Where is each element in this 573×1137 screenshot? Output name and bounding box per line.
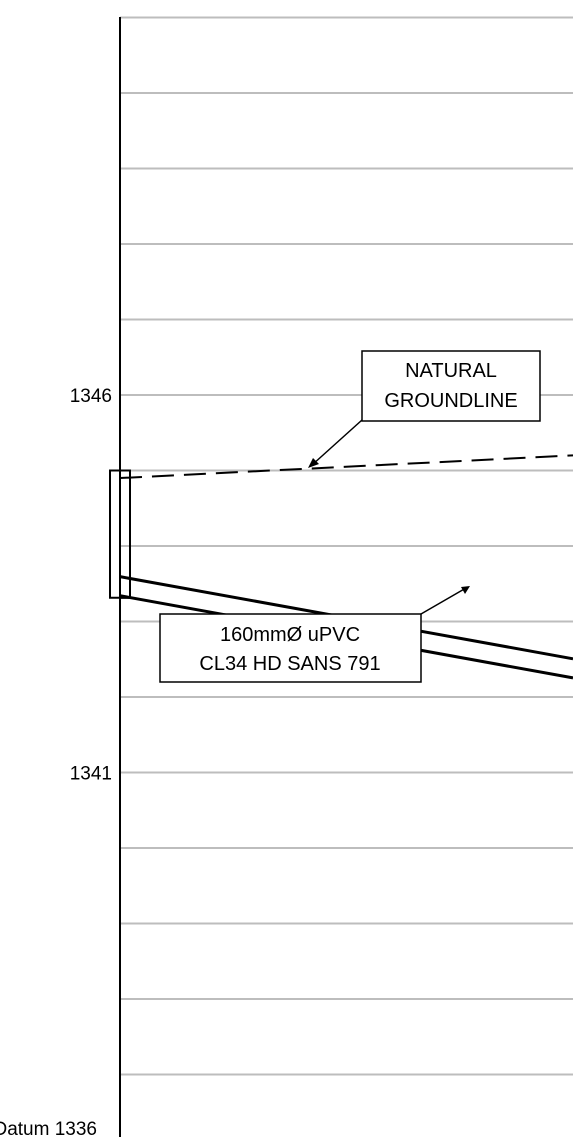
groundline-arrowhead: [308, 458, 319, 468]
groundline-label-line-1: NATURAL: [405, 360, 497, 382]
pipe-callout-box: [159, 613, 422, 683]
groundline-callout: NATURAL GROUNDLINE: [308, 350, 541, 468]
groundline-callout-box: [361, 350, 541, 422]
groundline-label-line-2: GROUNDLINE: [384, 390, 517, 412]
elevation-labels: 1346 1341 Datum 1336: [0, 386, 112, 1137]
groundline-leader: [311, 419, 363, 466]
pipe-callout: 160mmØ uPVC CL34 HD SANS 791: [159, 586, 470, 683]
datum-label: Datum 1336: [0, 1119, 97, 1137]
pipe-label-line-1: 160mmØ uPVC: [220, 624, 360, 646]
elevation-grid: [120, 16, 573, 1076]
pipe-leader: [420, 587, 467, 615]
elevation-label-1341: 1341: [70, 764, 112, 785]
pipe-arrowhead: [461, 586, 470, 594]
pipe-label-line-2: CL34 HD SANS 791: [199, 653, 380, 675]
natural-groundline: [119, 454, 573, 480]
elevation-label-1346: 1346: [70, 386, 112, 407]
